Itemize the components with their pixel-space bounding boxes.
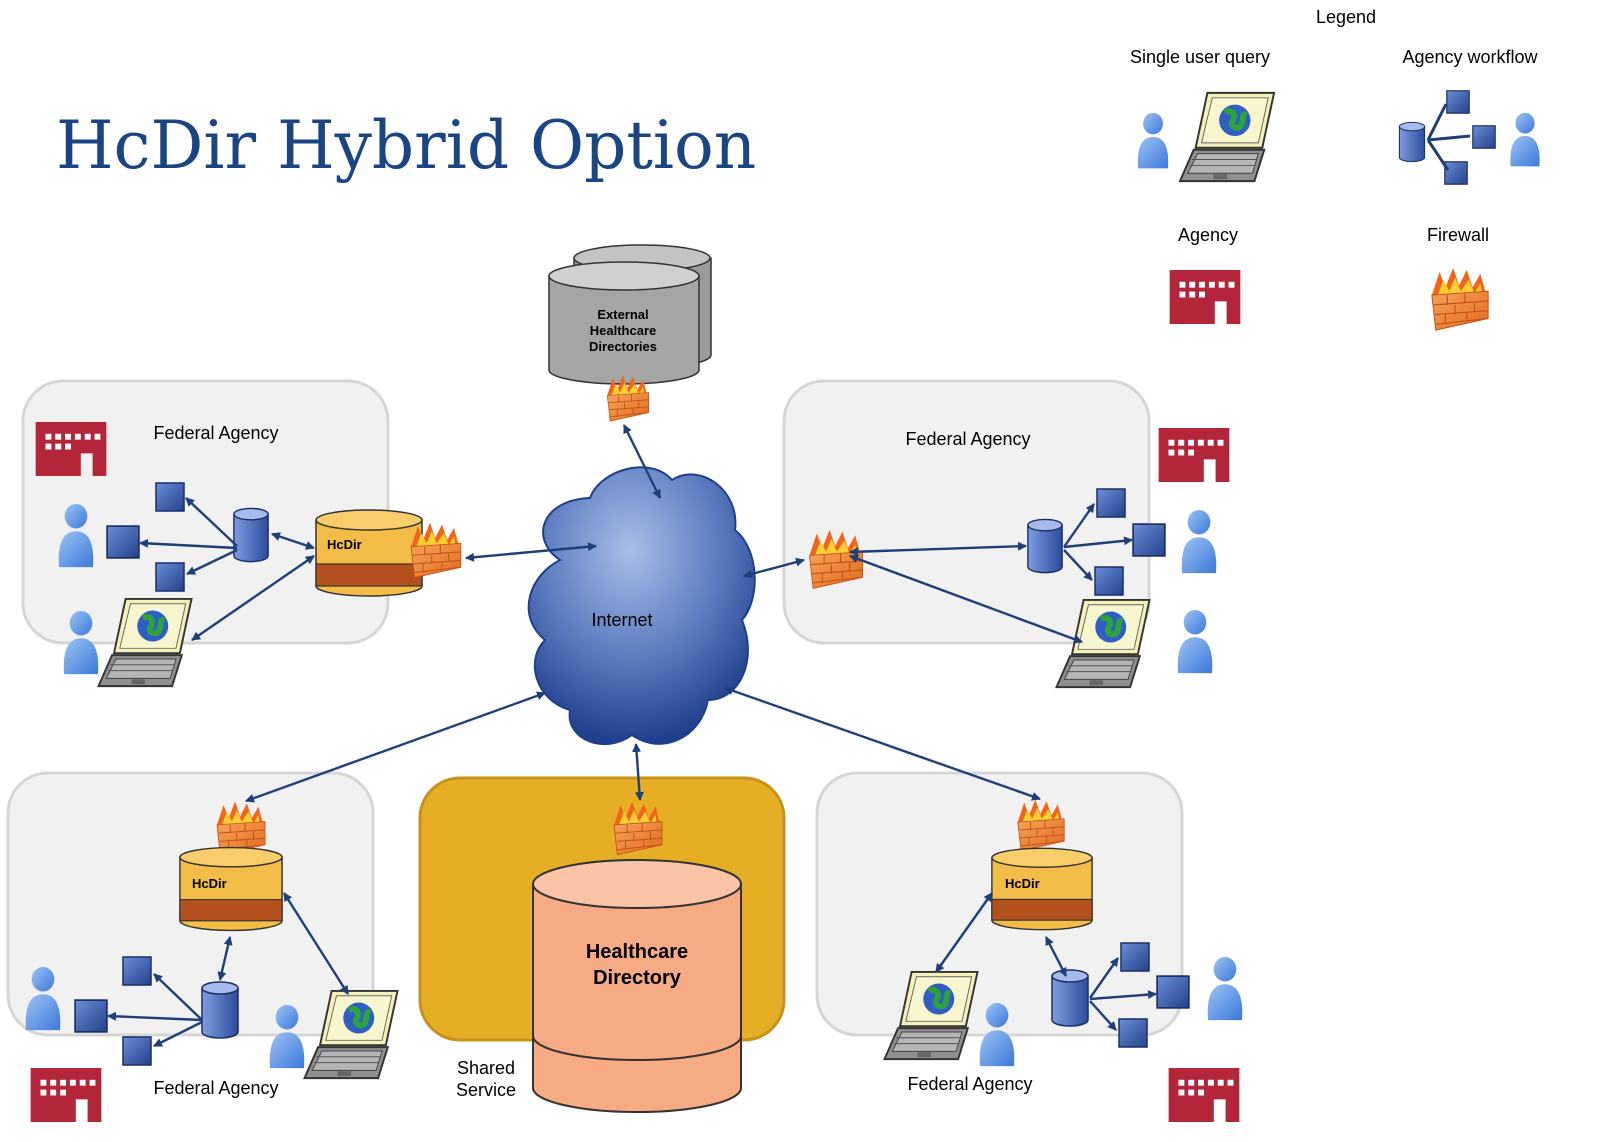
database-icon bbox=[1398, 121, 1426, 163]
healthcare-directory-line2: Directory bbox=[593, 967, 682, 989]
agency-label-bottom-right: Federal Agency bbox=[907, 1074, 1032, 1094]
legend-single-user-query-label: Single user query bbox=[1130, 47, 1270, 67]
shared-service-line2: Service bbox=[456, 1080, 516, 1100]
hcdir-label: HcDir bbox=[192, 876, 227, 891]
internet-cloud: Internet bbox=[527, 466, 756, 745]
hcdir-label: HcDir bbox=[327, 537, 362, 552]
agency-building-icon bbox=[30, 1068, 102, 1122]
firewall-icon bbox=[1431, 267, 1489, 331]
legend: Legend Single user query Agency workflow… bbox=[1130, 7, 1540, 331]
internet-label: Internet bbox=[591, 610, 652, 630]
person-icon bbox=[1207, 956, 1243, 1021]
database-icon bbox=[201, 981, 239, 1039]
firewall-icon bbox=[410, 522, 462, 579]
legend-agency-workflow-label: Agency workflow bbox=[1402, 47, 1538, 67]
legend-agency-label: Agency bbox=[1178, 225, 1238, 245]
task-box-icon bbox=[1118, 1018, 1148, 1048]
person-icon bbox=[1177, 609, 1213, 674]
database-icon bbox=[233, 507, 269, 563]
task-box-icon bbox=[122, 1036, 152, 1066]
laptop-icon bbox=[1180, 93, 1274, 181]
agency-label-bottom-left: Federal Agency bbox=[153, 1078, 278, 1098]
task-box-icon bbox=[1156, 975, 1190, 1009]
hcdir-label: HcDir bbox=[1005, 876, 1040, 891]
database-icon bbox=[1027, 518, 1063, 574]
connection-arrows bbox=[107, 424, 1157, 1048]
task-box-icon bbox=[1132, 523, 1166, 557]
task-box-icon bbox=[74, 999, 108, 1033]
person-icon bbox=[1137, 112, 1169, 169]
task-box-icon bbox=[1446, 90, 1470, 114]
database-icon bbox=[1051, 969, 1089, 1027]
hcdir-database-icon bbox=[315, 509, 423, 597]
workflow-icon bbox=[1398, 90, 1540, 185]
task-box-icon bbox=[122, 956, 152, 986]
task-box-icon bbox=[106, 525, 140, 559]
task-box-icon bbox=[155, 482, 185, 512]
external-directories-line3: Directories bbox=[589, 339, 657, 354]
external-directories-line1: External bbox=[597, 307, 648, 322]
agency-label-top-right: Federal Agency bbox=[905, 429, 1030, 449]
task-box-icon bbox=[1472, 124, 1496, 150]
agency-building-icon bbox=[1158, 428, 1230, 482]
person-icon bbox=[1510, 112, 1540, 167]
task-box-icon bbox=[1120, 942, 1150, 972]
task-box-icon bbox=[1096, 488, 1126, 518]
legend-firewall-label: Firewall bbox=[1427, 225, 1489, 245]
agency-building-icon bbox=[1169, 270, 1241, 324]
agency-label-top-left: Federal Agency bbox=[153, 423, 278, 443]
legend-heading: Legend bbox=[1316, 7, 1376, 27]
healthcare-directory-line1: Healthcare bbox=[586, 941, 688, 963]
task-box-icon bbox=[1094, 566, 1124, 596]
agency-building-icon bbox=[1168, 1068, 1240, 1122]
task-box-icon bbox=[155, 562, 185, 592]
person-icon bbox=[1181, 509, 1217, 574]
external-directories-line2: Healthcare bbox=[590, 323, 656, 338]
external-directories: External Healthcare Directories bbox=[548, 244, 712, 422]
task-box-icon bbox=[1444, 161, 1468, 185]
agency-building-icon bbox=[35, 422, 107, 476]
page-title: HcDir Hybrid Option bbox=[56, 107, 756, 184]
shared-service-line1: Shared bbox=[457, 1058, 515, 1078]
healthcare-directory: Healthcare Directory bbox=[532, 859, 742, 1113]
